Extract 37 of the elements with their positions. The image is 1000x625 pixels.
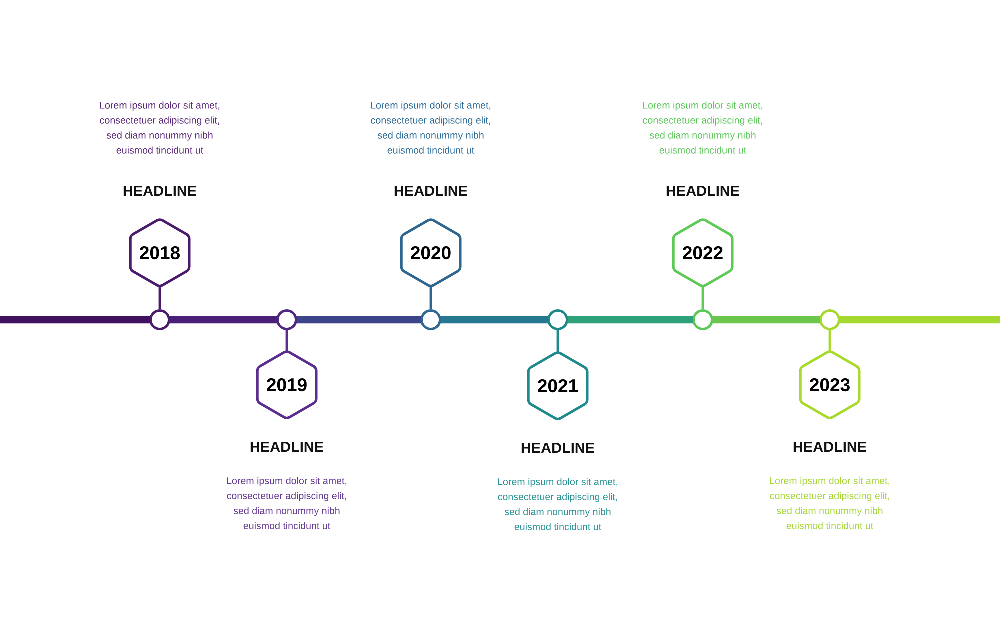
headline: HEADLINE bbox=[250, 442, 324, 452]
connector-line bbox=[286, 330, 288, 352]
timeline-bar bbox=[170, 316, 278, 324]
connector-line bbox=[158, 286, 162, 310]
headline: HEADLINE bbox=[522, 443, 594, 453]
connector-line bbox=[556, 330, 560, 352]
timeline-bar bbox=[568, 316, 694, 324]
connector-line bbox=[828, 330, 832, 352]
hexagon: 2020 bbox=[400, 218, 462, 288]
connector-line bbox=[702, 286, 704, 310]
timeline-bar bbox=[840, 316, 1000, 324]
hexagon: 2022 bbox=[672, 218, 734, 288]
headline: HEADLINE bbox=[394, 186, 468, 196]
hexagon: 2023 bbox=[799, 350, 861, 420]
hexagon: 2021 bbox=[527, 352, 589, 420]
timeline-dot bbox=[820, 310, 840, 330]
timeline-bar bbox=[0, 316, 150, 324]
description-text: Lorem ipsum dolor sit amet, consectetuer adipiscing elit, sed diam nonummy nibh euismod tincidunt ut bbox=[498, 478, 618, 530]
description-text: Lorem ipsum dolor sit amet, consectetuer adipiscing elit, sed diam nonummy nibh euismod tincidunt ut bbox=[100, 102, 220, 154]
connector-line bbox=[430, 286, 432, 310]
timeline-dot bbox=[692, 310, 714, 330]
description-text: Lorem ipsum dolor sit amet, consectetuer adipiscing elit, sed diam nonummy nibh euismod tincidunt ut bbox=[643, 102, 763, 154]
timeline-dot bbox=[276, 310, 298, 330]
description-text: Lorem ipsum dolor sit amet, consectetuer adipiscing elit, sed diam nonummy nibh euismod tincidunt ut bbox=[371, 102, 491, 154]
description-text: Lorem ipsum dolor sit amet, consectetuer adipiscing elit, sed diam nonummy nibh euismod tincidunt ut bbox=[227, 477, 347, 530]
headline: HEADLINE bbox=[124, 186, 196, 196]
timeline-bar bbox=[440, 316, 548, 324]
hexagon: 2019 bbox=[256, 350, 318, 420]
hexagon: 2018 bbox=[129, 218, 191, 288]
timeline-bar bbox=[712, 316, 820, 324]
timeline-dot bbox=[548, 310, 568, 330]
headline: HEADLINE bbox=[666, 186, 740, 196]
timeline-dot bbox=[420, 310, 442, 330]
timeline-dot bbox=[150, 310, 170, 330]
headline: HEADLINE bbox=[794, 442, 866, 452]
timeline-bar bbox=[296, 316, 422, 324]
description-text: Lorem ipsum dolor sit amet, consectetuer adipiscing elit, sed diam nonummy nibh euismod tincidunt ut bbox=[770, 477, 890, 530]
